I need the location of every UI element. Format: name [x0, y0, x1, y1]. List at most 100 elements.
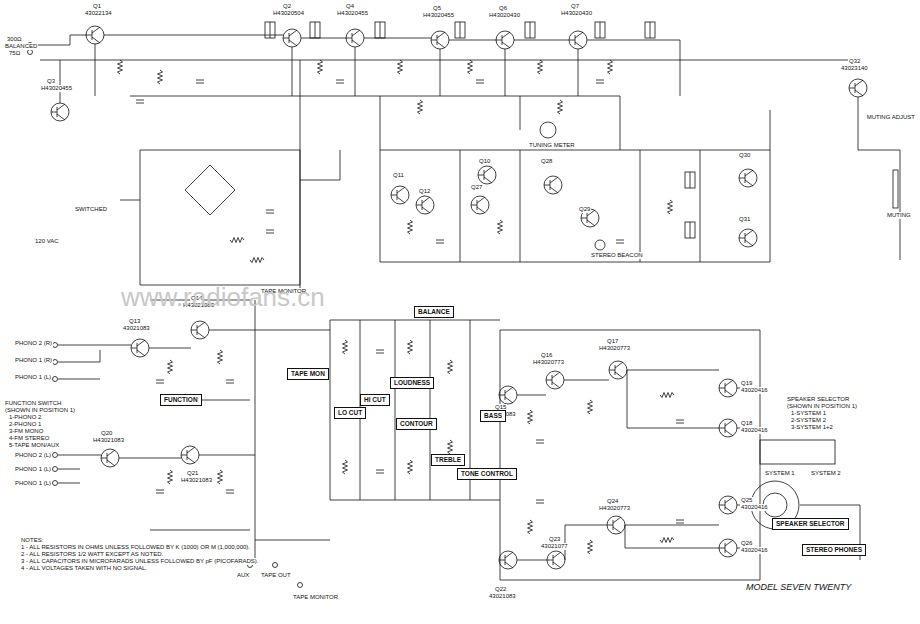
schematic-label: H43020773	[532, 359, 565, 366]
transformer-core	[380, 22, 381, 38]
transistor-symbol	[719, 419, 737, 437]
transistor-leads	[739, 230, 753, 246]
transistor-symbol	[719, 379, 737, 397]
jack-symbol	[53, 467, 58, 472]
transistor-symbol	[101, 449, 119, 467]
schematic-label: Q5	[432, 5, 442, 12]
capacitor-symbol	[156, 490, 164, 493]
control-name: TONE CONTROL	[461, 470, 513, 477]
schematic-label: MUTING	[886, 212, 912, 219]
schematic-label: H43020430	[560, 10, 593, 17]
schematic-label: 4-FM STEREO	[8, 435, 50, 442]
transistor-leads	[496, 32, 510, 48]
resistor-symbol	[168, 360, 173, 374]
schematic-label: 43021083	[122, 325, 151, 332]
resistor-symbol	[343, 340, 348, 354]
control-name: SPEAKER SELECTOR	[776, 520, 845, 527]
resistor-symbol	[668, 200, 673, 214]
schematic-label: FUNCTION SWITCH	[4, 400, 62, 407]
transformer-core	[270, 22, 271, 38]
boxed-control-label: TAPE MON	[287, 368, 329, 380]
schematic-label: Q27	[470, 184, 483, 191]
schematic-label: 4 - ALL VOLTAGES TAKEN WITH NO SIGNAL.	[20, 565, 148, 572]
control-name: CONTOUR	[400, 420, 433, 427]
schematic-label: 43021083	[488, 593, 517, 600]
transistor-symbol	[849, 79, 867, 97]
resistor-symbol	[343, 460, 348, 474]
schematic-label: 43020416	[740, 547, 769, 554]
schematic-label: 3-FM MONO	[8, 428, 44, 435]
capacitor-symbol	[536, 500, 544, 503]
schematic-label: 43020416	[740, 504, 769, 511]
transistor-symbol	[609, 361, 627, 379]
schematic-label: 75Ω	[8, 50, 21, 57]
resistor-symbol	[218, 350, 223, 364]
schematic-label: STEREO BEACON	[590, 252, 644, 259]
watermark: www.radiofans.cn	[120, 282, 326, 312]
wire	[300, 60, 620, 300]
capacitor-symbol	[226, 490, 234, 493]
boxed-control-label: HI CUT	[360, 394, 390, 406]
capacitor-symbol	[596, 80, 604, 83]
boxed-control-label: TREBLE	[431, 454, 465, 466]
capacitor-symbol	[376, 350, 384, 353]
control-name: BALANCE	[418, 308, 450, 315]
resistor-symbol	[608, 60, 613, 74]
transistor-symbol	[191, 321, 209, 339]
schematic-label: Q1	[92, 3, 102, 10]
transistor-leads	[719, 420, 733, 436]
transformer-core	[530, 22, 531, 38]
wire	[737, 330, 860, 580]
transistor-leads	[431, 32, 445, 48]
schematic-label: 300Ω	[6, 36, 23, 43]
transistor-symbol	[739, 169, 757, 187]
wire	[500, 330, 760, 580]
wire	[660, 60, 900, 260]
schematic-label: Q24	[606, 498, 619, 505]
schematic-label: 2 - ALL RESISTORS 1/2 WATT EXCEPT AS NOT…	[20, 551, 164, 558]
capacitor-symbol	[676, 420, 684, 423]
schematic-label: 1-SYSTEM 1	[790, 410, 827, 417]
control-name: TAPE MON	[291, 370, 325, 377]
if-transformer	[685, 222, 695, 238]
transistor-symbol	[499, 386, 517, 404]
transistor-leads	[391, 187, 405, 203]
components	[28, 22, 899, 588]
jack-symbol	[28, 50, 33, 55]
tuning-meter	[540, 122, 556, 138]
jack-symbol	[53, 481, 58, 486]
schematic-label: TAPE MONITOR	[292, 594, 339, 601]
transistor-leads	[416, 197, 430, 213]
transistor-leads	[547, 552, 561, 568]
transformer-core	[690, 172, 691, 188]
schematic-label: PHONO 1 (L)	[14, 466, 52, 473]
transistor-symbol	[499, 551, 517, 569]
transistor-symbol	[607, 516, 625, 534]
boxed-control-label: FUNCTION	[160, 394, 202, 406]
schematic-label: SPEAKER SELECTOR	[786, 396, 850, 403]
capacitor-symbol	[156, 380, 164, 383]
transistor-symbol	[181, 446, 199, 464]
control-name: LOUDNESS	[394, 379, 430, 386]
jack-symbol	[53, 377, 58, 382]
schematic-label: 43023140	[840, 65, 869, 72]
schematic-label: Q19	[740, 380, 753, 387]
if-transformer	[685, 172, 695, 188]
transformer-core	[600, 22, 601, 38]
if-transformer	[595, 22, 605, 38]
capacitor-symbol	[436, 240, 444, 243]
capacitor-symbol	[536, 440, 544, 443]
boxed-control-label: TONE CONTROL	[457, 468, 517, 480]
transistor-leads	[607, 517, 621, 533]
resistor-symbol	[250, 258, 264, 263]
jack-symbol	[53, 453, 58, 458]
transistor-symbol	[544, 176, 562, 194]
transistor-leads	[181, 447, 195, 463]
schematic-label: H43020430	[488, 12, 521, 19]
resistor-symbol	[158, 70, 163, 84]
control-name: FUNCTION	[164, 396, 198, 403]
boxed-control-label: STEREO PHONES	[802, 544, 866, 556]
resistor-symbol	[528, 410, 533, 424]
capacitor-symbol	[676, 520, 684, 523]
